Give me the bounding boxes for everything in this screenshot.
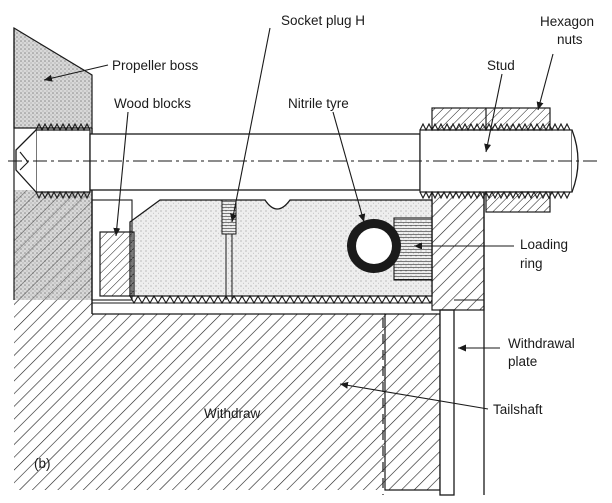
loading-ring-housing bbox=[431, 191, 485, 311]
label-nitrile-tyre: Nitrile tyre bbox=[288, 96, 349, 111]
wood-block-holder bbox=[91, 199, 133, 301]
label-withdrawal-plate-line2: plate bbox=[508, 354, 537, 369]
socket-plug-vent-hole bbox=[221, 199, 237, 235]
label-tailshaft: Tailshaft bbox=[493, 402, 543, 417]
hexagon-nut-lower bbox=[485, 191, 551, 213]
leader-stud bbox=[484, 73, 503, 153]
leader-wood-blocks bbox=[113, 111, 129, 237]
leader-nitrile-tyre bbox=[332, 111, 366, 223]
label-loading-ring-line1: Loading bbox=[520, 237, 568, 252]
leader-socket-plug bbox=[230, 27, 271, 223]
label-loading-ring-line2: ring bbox=[520, 256, 543, 271]
label-propeller-boss: Propeller boss bbox=[112, 58, 199, 73]
label-hexagon-nuts-line1: Hexagon bbox=[540, 14, 594, 29]
wood-block bbox=[99, 231, 135, 297]
withdrawal-plate bbox=[384, 313, 441, 491]
boss-bore-band bbox=[14, 190, 92, 300]
label-wood-blocks: Wood blocks bbox=[114, 96, 191, 111]
label-hexagon-nuts-line2: nuts bbox=[557, 32, 583, 47]
label-socket-plug: Socket plug H bbox=[281, 13, 365, 28]
stud-left-threads bbox=[35, 122, 91, 132]
leader-propeller-boss bbox=[43, 64, 109, 82]
leader-hexagon-nuts bbox=[536, 53, 554, 111]
stud-shank bbox=[89, 133, 421, 191]
figure-sub-label: (b) bbox=[34, 456, 51, 471]
label-withdraw: Withdraw bbox=[204, 406, 261, 421]
leader-tailshaft bbox=[339, 381, 489, 410]
socket-plug-threads bbox=[129, 294, 433, 305]
tailshaft-body bbox=[14, 300, 385, 490]
label-stud: Stud bbox=[487, 58, 515, 73]
label-withdrawal-plate-line1: Withdrawal bbox=[508, 336, 575, 351]
